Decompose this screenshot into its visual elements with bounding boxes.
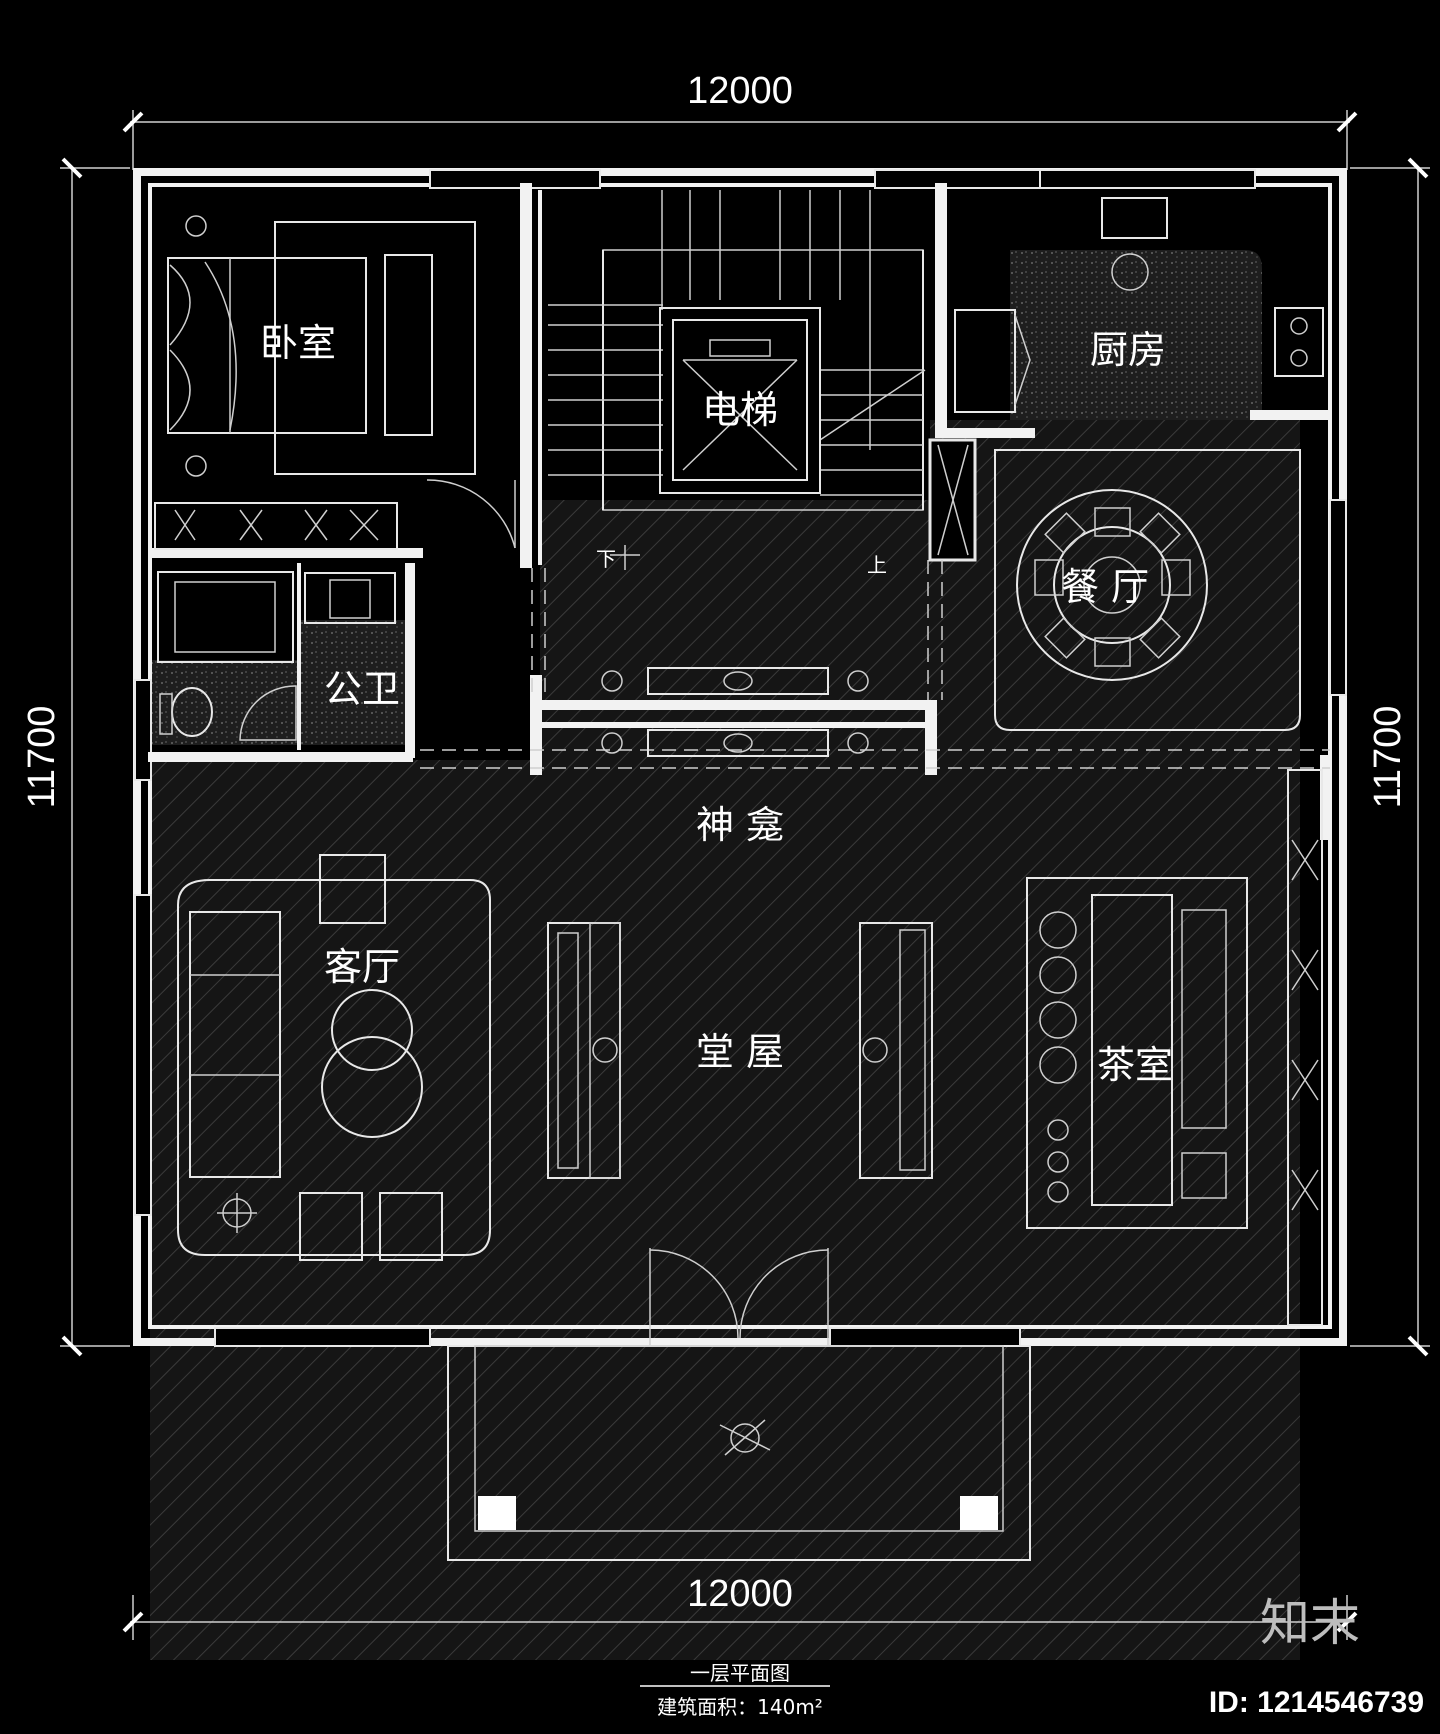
- elevator-shaft: [659, 307, 821, 494]
- hall-cabinets: [547, 922, 933, 1179]
- room-label-elevator: 电梯: [702, 388, 778, 432]
- stair-label-down: 下: [596, 547, 616, 571]
- kitchen-fixtures: [954, 197, 1324, 413]
- porch: [447, 1345, 1031, 1561]
- dimension-lines: [60, 110, 1430, 1640]
- right-cabinets: [1287, 769, 1323, 1326]
- room-label-bedroom: 卧室: [260, 321, 336, 365]
- room-label-dining: 餐 厅: [1061, 565, 1149, 609]
- room-label-bathroom: 公卫: [324, 667, 400, 711]
- hall-floor-hatch: [150, 760, 1300, 1660]
- room-label-kitchen: 厨房: [1090, 328, 1166, 372]
- brand-id: ID: 1214546739: [1209, 1686, 1424, 1719]
- brand-logo: 知末: [1260, 1594, 1360, 1652]
- stair-label-up: 上: [867, 553, 887, 577]
- dimension-right: 11700: [1367, 706, 1409, 809]
- dashed-openings: [420, 560, 1330, 769]
- dining-table: [994, 449, 1301, 731]
- kitchen-counter: [1010, 250, 1262, 420]
- tea-room-furniture: [1026, 877, 1248, 1229]
- stairs: [548, 190, 926, 570]
- shrine-cabinets: [601, 667, 869, 757]
- room-label-living: 客厅: [324, 945, 400, 989]
- caption-title: 一层平面图: [690, 1661, 790, 1685]
- entrance-doors: [649, 1248, 829, 1345]
- living-room-furniture: [177, 854, 491, 1261]
- caption-area: 建筑面积：140m²: [657, 1695, 823, 1719]
- room-label-tea-room: 茶室: [1097, 1043, 1173, 1087]
- dimension-left: 11700: [21, 706, 63, 809]
- bathroom-fixtures: [157, 571, 396, 741]
- room-label-shrine: 神 龛: [696, 803, 784, 847]
- dining-floor-hatch: [930, 420, 1300, 770]
- dimension-bottom: 12000: [687, 1573, 793, 1615]
- dimension-top: 12000: [687, 70, 793, 112]
- bathroom-floor: [300, 620, 415, 745]
- toilet-floor: [150, 660, 300, 745]
- room-label-hall: 堂 屋: [696, 1030, 784, 1074]
- bedroom-furniture: [154, 215, 516, 550]
